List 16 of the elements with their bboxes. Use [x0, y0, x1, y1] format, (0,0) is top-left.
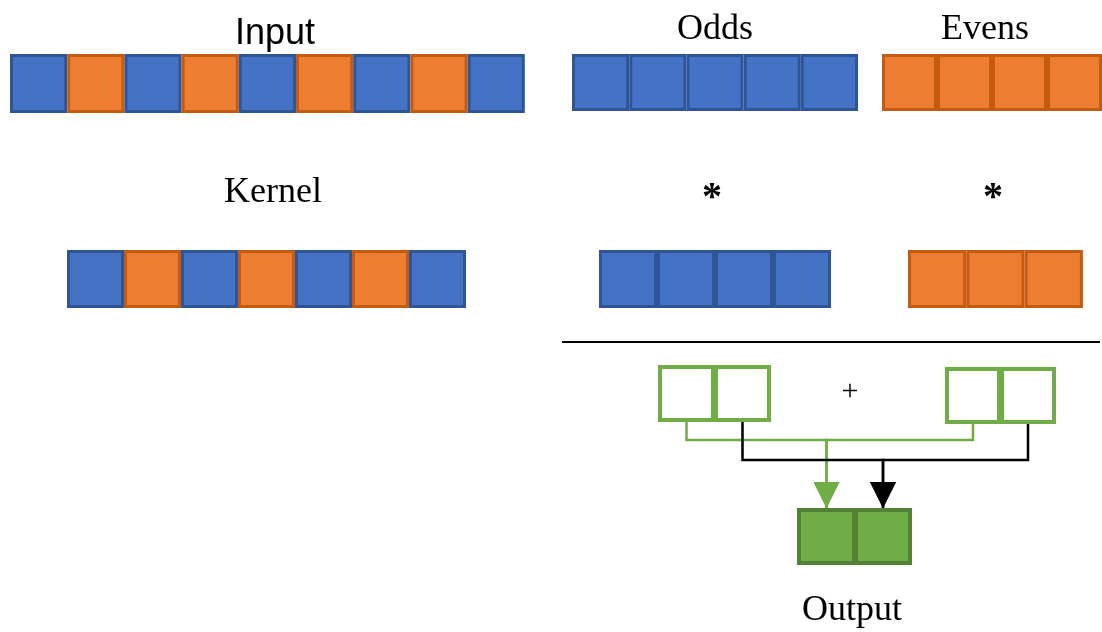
output-cell [854, 508, 912, 565]
operator-symbol: * [983, 176, 1003, 216]
result-cell [945, 367, 1001, 424]
title-text: Output [802, 590, 902, 626]
result-cell [714, 365, 771, 422]
output-cell [797, 508, 856, 565]
title-text: Kernel [224, 172, 322, 208]
arrow [870, 424, 1030, 508]
arrow [813, 424, 975, 508]
title-text: Input [234, 14, 316, 50]
operator-symbol: * [702, 176, 722, 216]
result-cell [1000, 367, 1056, 424]
title-text: Evens [941, 9, 1029, 45]
title-text: Odds [677, 9, 753, 45]
result-cell [658, 365, 715, 422]
operator-symbol: + [841, 375, 859, 405]
